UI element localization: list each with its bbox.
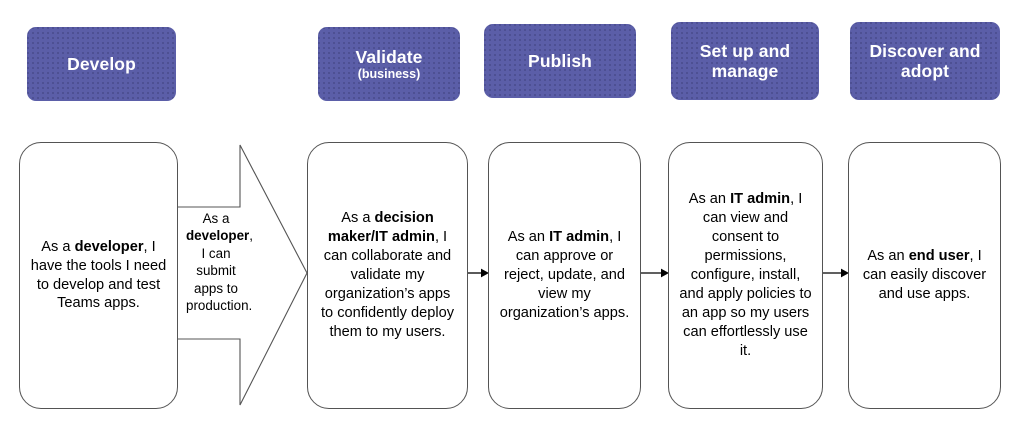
story-card-publish[interactable]: As an IT admin, I can approve or reject,… [488,142,641,409]
story-card-validate[interactable]: As a decision maker/IT admin, I can coll… [307,142,468,409]
connector-setup-to-discover [822,268,849,278]
stage-header-publish[interactable]: Publish [484,24,636,98]
stage-title-publish: Publish [528,50,592,71]
story-text-set-up-manage: As an IT admin, I can view and consent t… [679,191,812,359]
story-text-discover-adopt: As an end user, I can easily discover an… [862,248,987,302]
stage-title-set-up-manage: Set up and manage [699,40,791,81]
story-text-publish: As an IT admin, I can approve or reject,… [499,229,630,321]
story-card-set-up-manage[interactable]: As an IT admin, I can view and consent t… [668,142,823,409]
connector-validate-to-publish [467,268,489,278]
stage-header-set-up-manage[interactable]: Set up and manage [671,22,819,100]
story-text-validate: As a decision maker/IT admin, I can coll… [320,210,455,340]
stage-title-develop: Develop [67,53,136,74]
story-card-develop[interactable]: As a developer, I have the tools I need … [19,142,178,409]
stage-title-validate: Validate [355,46,423,67]
chevron-arrow-develop-to-validate [170,138,315,413]
story-text-develop: As a developer, I have the tools I need … [30,238,167,312]
story-card-discover-adopt[interactable]: As an end user, I can easily discover an… [848,142,1001,409]
stage-subtitle-validate: (business) [357,66,421,81]
stage-header-develop[interactable]: Develop [27,27,176,101]
chevron-arrow-label: As a developer, I can submit apps to pro… [186,210,253,315]
stage-title-discover-adopt: Discover and adopt [869,40,981,81]
connector-publish-to-setup [640,268,669,278]
stage-header-validate[interactable]: Validate (business) [318,27,460,101]
chevron-arrow-text: As a developer, I can submit apps to pro… [186,211,253,314]
stage-header-discover-adopt[interactable]: Discover and adopt [850,22,1000,100]
